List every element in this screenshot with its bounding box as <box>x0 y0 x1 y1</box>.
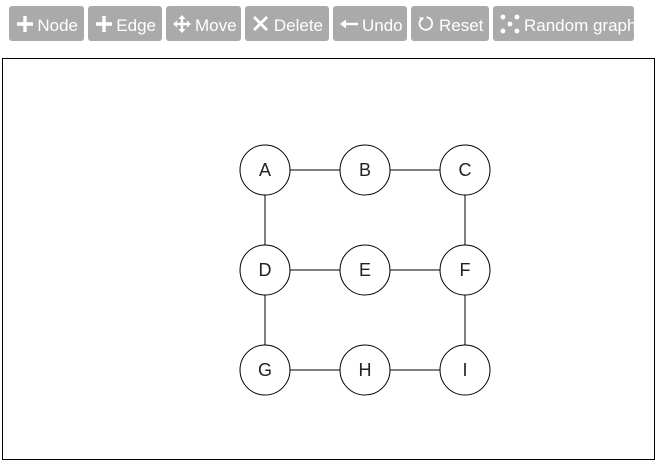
node-circle[interactable] <box>339 244 391 296</box>
node-circle[interactable] <box>439 244 491 296</box>
node-D[interactable]: D <box>239 244 291 296</box>
undo-button[interactable]: Undo <box>333 6 407 41</box>
node-circle[interactable] <box>439 144 491 196</box>
random-graph-label: Random graph <box>524 15 637 35</box>
plus-icon <box>95 14 112 34</box>
node-I[interactable]: I <box>439 344 491 396</box>
node-A[interactable]: A <box>239 144 291 196</box>
node-label: D <box>259 260 272 280</box>
graph-svg[interactable]: A B C D E F G H I <box>3 59 654 459</box>
node-label: G <box>258 360 272 380</box>
add-node-label: Node <box>37 15 78 35</box>
node-label: H <box>359 360 372 380</box>
move-arrows-icon <box>173 14 191 34</box>
node-circle[interactable] <box>239 244 291 296</box>
delete-label: Delete <box>273 15 323 35</box>
delete-button[interactable]: Delete <box>245 6 329 41</box>
nodes-layer: A B C D E F G H I <box>239 144 491 396</box>
node-label: A <box>259 160 271 180</box>
node-label: C <box>459 160 472 180</box>
node-circle[interactable] <box>339 344 391 396</box>
node-C[interactable]: C <box>439 144 491 196</box>
add-edge-label: Edge <box>116 15 156 35</box>
node-B[interactable]: B <box>339 144 391 196</box>
add-node-button[interactable]: Node <box>9 6 84 41</box>
toolbar: Node Edge Move Delete <box>9 6 637 41</box>
node-circle[interactable] <box>339 144 391 196</box>
node-label: F <box>460 260 471 280</box>
graph-canvas[interactable]: A B C D E F G H I <box>2 58 655 460</box>
plus-icon <box>16 14 33 34</box>
node-circle[interactable] <box>439 344 491 396</box>
x-icon <box>252 14 270 34</box>
move-label: Move <box>195 15 237 35</box>
add-edge-button[interactable]: Edge <box>88 6 162 41</box>
node-circle[interactable] <box>239 344 291 396</box>
random-graph-button[interactable]: Random graph <box>493 6 637 41</box>
reset-label: Reset <box>439 15 484 35</box>
node-label: I <box>462 360 467 380</box>
node-G[interactable]: G <box>239 344 291 396</box>
node-H[interactable]: H <box>339 344 391 396</box>
refresh-icon <box>418 14 435 34</box>
undo-label: Undo <box>362 15 403 35</box>
dots-icon <box>500 14 520 34</box>
reset-button[interactable]: Reset <box>411 6 489 41</box>
left-arrow-icon <box>340 14 358 34</box>
node-label: B <box>359 160 371 180</box>
move-button[interactable]: Move <box>166 6 241 41</box>
node-label: E <box>359 260 371 280</box>
node-E[interactable]: E <box>339 244 391 296</box>
node-circle[interactable] <box>239 144 291 196</box>
node-F[interactable]: F <box>439 244 491 296</box>
